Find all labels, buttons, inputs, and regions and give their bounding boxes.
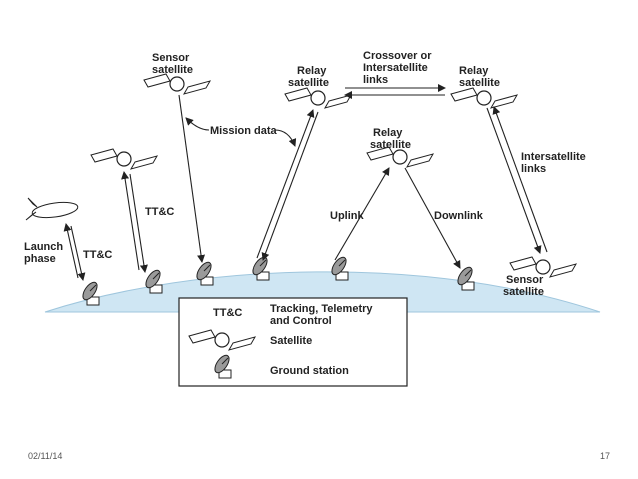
ttc-arrow-up xyxy=(121,171,140,271)
downlink-label: Downlink xyxy=(434,210,484,222)
ttc-mid-label: TT&C xyxy=(145,206,174,218)
legend-ttc-desc-2: and Control xyxy=(270,315,332,327)
relay-left-label-2: satellite xyxy=(288,77,329,89)
launch-ttc-arrow-down xyxy=(70,225,86,281)
footer-page-number: 17 xyxy=(599,451,610,461)
crossover-label-2: Intersatellite xyxy=(363,62,428,74)
mission-data-pointer-left xyxy=(185,117,210,131)
uplink-arrow xyxy=(334,167,390,261)
relay-satellite-right xyxy=(450,87,518,109)
sensor-satellite-top xyxy=(143,73,211,95)
downlink-arrow xyxy=(404,167,461,269)
sensor-bottom-label-2: satellite xyxy=(503,286,544,298)
uplink-label: Uplink xyxy=(330,210,364,222)
relay-right-label-2: satellite xyxy=(459,77,500,89)
launch-vehicle-icon xyxy=(25,197,79,221)
legend-ttc-key: TT&C xyxy=(213,307,242,319)
sensor-bottom-label-1: Sensor xyxy=(506,274,544,286)
relay-satellite-left xyxy=(284,87,352,109)
intersatellite-arrow-down xyxy=(486,107,542,254)
relay-left-label-1: Relay xyxy=(297,65,327,77)
intersatellite-arrow-up xyxy=(492,106,548,253)
relay-mid-label-2: satellite xyxy=(370,139,411,151)
launch-ttc-arrow-up xyxy=(63,223,79,279)
ttc-satellite xyxy=(90,148,158,170)
ttc-left-label: TT&C xyxy=(83,249,112,261)
relay-uplink-arrow xyxy=(256,109,315,259)
sensor-top-label-1: Sensor xyxy=(152,52,190,64)
legend-ground-station-label: Ground station xyxy=(270,365,349,377)
ttc-arrow-down xyxy=(129,173,148,273)
relay-downlink-arrow xyxy=(261,111,319,261)
intersatellite-label-2: links xyxy=(521,163,546,175)
crossover-label-3: links xyxy=(363,74,388,86)
intersatellite-label-1: Intersatellite xyxy=(521,151,586,163)
mission-data-label: Mission data xyxy=(210,125,278,137)
legend-box: TT&C Tracking, Telemetry and Control Sat… xyxy=(178,297,408,387)
legend-satellite-label: Satellite xyxy=(270,335,312,347)
footer-date: 02/11/14 xyxy=(28,451,63,461)
sensor-downlink-arrow xyxy=(178,94,206,263)
launch-phase-label-2: phase xyxy=(24,253,56,265)
legend-ttc-desc-1: Tracking, Telemetry xyxy=(270,303,373,315)
launch-phase-label-1: Launch xyxy=(24,241,63,253)
relay-mid-label-1: Relay xyxy=(373,127,403,139)
mission-data-pointer-right xyxy=(274,129,297,147)
sensor-top-label-2: satellite xyxy=(152,64,193,76)
relay-right-label-1: Relay xyxy=(459,65,489,77)
crossover-label-1: Crossover or xyxy=(363,50,432,62)
